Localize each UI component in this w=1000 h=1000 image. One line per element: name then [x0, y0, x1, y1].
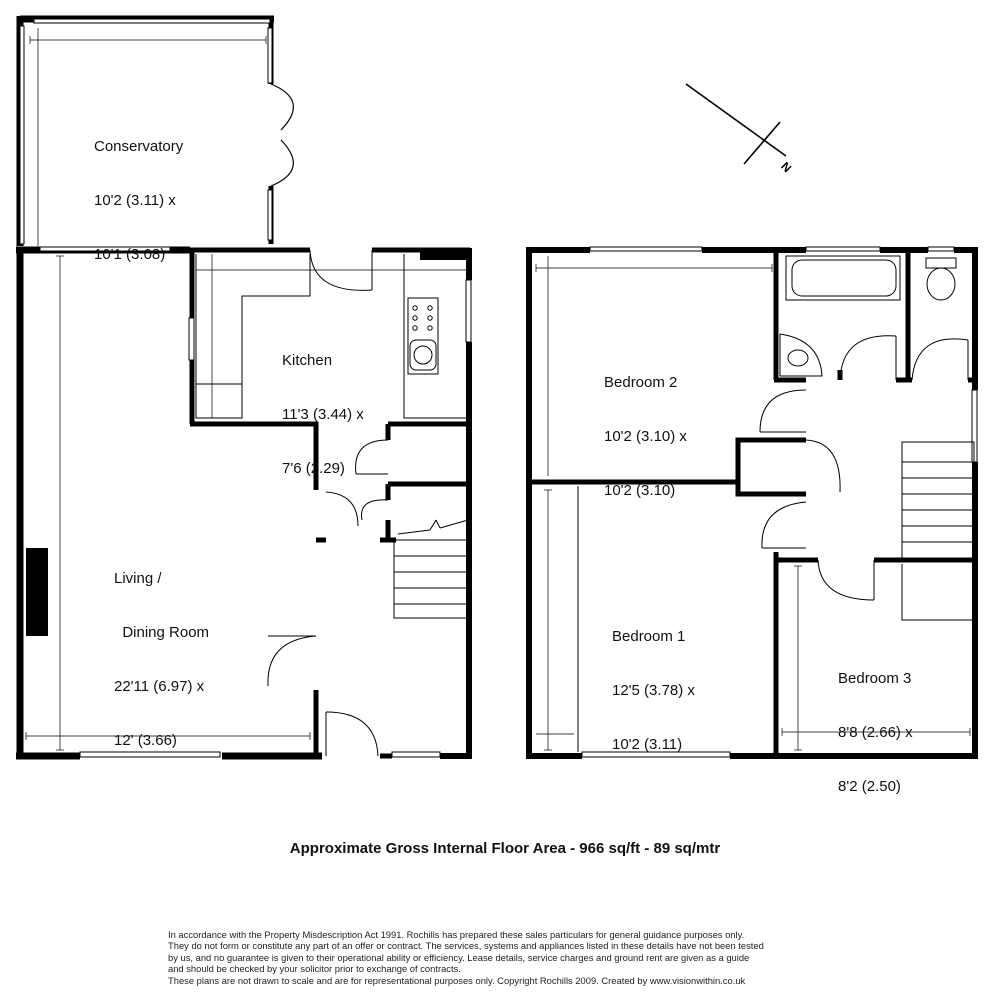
first-floor	[526, 246, 978, 759]
room-label-living-dining: Living / Dining Room 22'11 (6.97) x 12' …	[114, 534, 209, 768]
ground-floor	[16, 15, 472, 760]
room-dimension: 10'2 (3.10) x	[604, 428, 687, 445]
room-dimension: 7'6 (2.29)	[282, 460, 345, 477]
room-dimension: 10'2 (3.11) x	[94, 192, 176, 209]
room-dimension: 12'5 (3.78) x	[612, 682, 695, 699]
room-name: Dining Room	[114, 624, 210, 641]
room-name: Bedroom 2	[604, 374, 678, 391]
room-name: Bedroom 1	[612, 628, 686, 645]
conservatory-walls	[16, 15, 294, 246]
disclaimer-line: and should be checked by your solicitor …	[168, 963, 461, 975]
disclaimer-line: They do not form or constitute any part …	[168, 940, 764, 952]
disclaimer: In accordance with the Property Misdescr…	[168, 929, 868, 986]
room-name: Bedroom 3	[838, 670, 912, 687]
disclaimer-line: In accordance with the Property Misdescr…	[168, 929, 745, 940]
ground-stairs	[393, 519, 469, 619]
room-dimension: 10'2 (3.10)	[604, 482, 676, 499]
floor-area-text: Approximate Gross Internal Floor Area - …	[289, 840, 721, 857]
north-arrow	[685, 83, 787, 165]
first-floor-stairs	[901, 441, 975, 621]
room-dimension: 22'11 (6.97) x	[114, 678, 205, 695]
room-name: Conservatory	[94, 138, 184, 155]
room-dimension: 11'3 (3.44) x	[282, 406, 364, 423]
room-dimension: 10'1 (3.08)	[94, 246, 166, 263]
room-label-bedroom-2: Bedroom 2 10'2 (3.10) x 10'2 (3.10)	[604, 338, 687, 518]
room-dimension: 8'8 (2.66) x	[838, 724, 913, 741]
room-name: Living /	[114, 570, 162, 587]
disclaimer-line: by us, and no guarantee is given to thei…	[168, 951, 750, 963]
room-name: Kitchen	[282, 352, 333, 369]
room-dimension: 12' (3.66)	[114, 732, 177, 749]
room-label-bedroom-3: Bedroom 3 8'8 (2.66) x 8'2 (2.50)	[838, 634, 913, 814]
ground-floor-walls	[16, 246, 472, 760]
room-label-bedroom-1: Bedroom 1 12'5 (3.78) x 10'2 (3.11)	[612, 592, 695, 772]
room-dimension: 10'2 (3.11)	[612, 736, 683, 753]
room-label-kitchen: Kitchen 11'3 (3.44) x 7'6 (2.29)	[282, 316, 364, 496]
disclaimer-line: These plans are not drawn to scale and a…	[168, 974, 746, 986]
room-dimension: 8'2 (2.50)	[838, 778, 901, 795]
kitchen-units	[195, 254, 466, 419]
room-label-conservatory: Conservatory 10'2 (3.11) x 10'1 (3.08)	[94, 102, 183, 282]
